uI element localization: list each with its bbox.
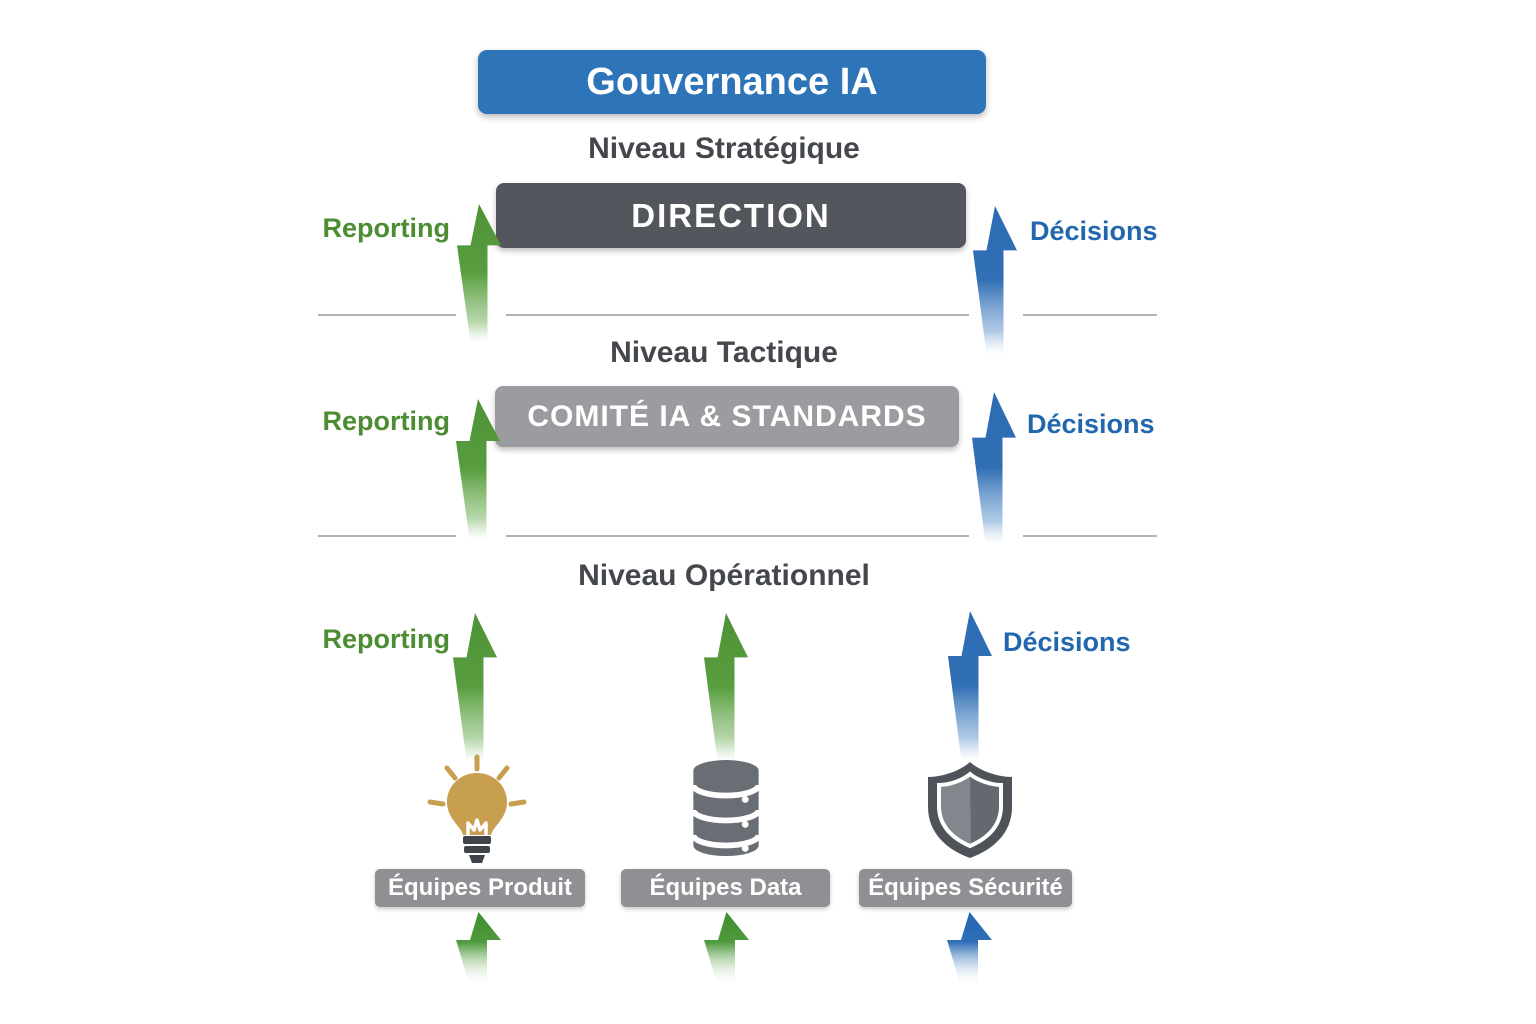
team-box-produit-label: Équipes Produit xyxy=(387,874,572,901)
reporting-arrow-operational-icon xyxy=(453,613,497,761)
strategic-level-heading: Niveau Stratégique xyxy=(588,132,860,165)
level-divider xyxy=(318,535,456,537)
team-box-data: Équipes Data xyxy=(621,869,830,907)
diagram-title-banner: Gouvernance IA xyxy=(478,50,986,114)
direction-node: DIRECTION xyxy=(496,183,966,248)
direction-node-label: DIRECTION xyxy=(631,196,831,234)
level-divider xyxy=(506,535,969,537)
input-arrow-produit-icon xyxy=(456,912,501,987)
operational-level-heading: Niveau Opérationnel xyxy=(578,559,870,592)
team-box-securite-label: Équipes Sécurité xyxy=(868,874,1063,901)
comite-node: COMITÉ IA & STANDARDS xyxy=(495,386,959,447)
reporting-arrow-middle-icon xyxy=(704,613,748,761)
diagram-title: Gouvernance IA xyxy=(586,60,878,103)
level-divider xyxy=(506,314,969,316)
input-arrow-data-icon xyxy=(704,912,749,987)
decisions-arrow-operational-icon xyxy=(948,611,992,761)
team-box-produit: Équipes Produit xyxy=(375,869,585,907)
reporting-arrow-tactical-icon xyxy=(456,399,500,539)
level-divider xyxy=(318,314,456,316)
level-divider xyxy=(1023,314,1157,316)
decisions-label-tactical: Décisions xyxy=(1027,409,1155,439)
decisions-label-operational: Décisions xyxy=(1003,627,1131,657)
database-icon xyxy=(690,760,762,857)
shield-icon xyxy=(928,762,1012,858)
reporting-label-tactical: Reporting xyxy=(322,406,451,436)
reporting-label-operational: Reporting xyxy=(322,624,451,654)
decisions-arrow-tactical-icon xyxy=(972,392,1016,544)
input-arrow-securite-icon xyxy=(947,912,992,987)
decisions-label-strategic: Décisions xyxy=(1030,216,1158,246)
team-box-data-label: Équipes Data xyxy=(649,874,802,901)
decisions-arrow-strategic-icon xyxy=(973,206,1017,354)
reporting-arrow-strategic-icon xyxy=(457,204,501,342)
reporting-label-strategic: Reporting xyxy=(322,213,451,243)
lightbulb-icon xyxy=(427,754,527,863)
level-divider xyxy=(1023,535,1157,537)
team-box-securite: Équipes Sécurité xyxy=(859,869,1072,907)
tactical-level-heading: Niveau Tactique xyxy=(610,336,838,369)
comite-node-label: COMITÉ IA & STANDARDS xyxy=(527,399,927,433)
